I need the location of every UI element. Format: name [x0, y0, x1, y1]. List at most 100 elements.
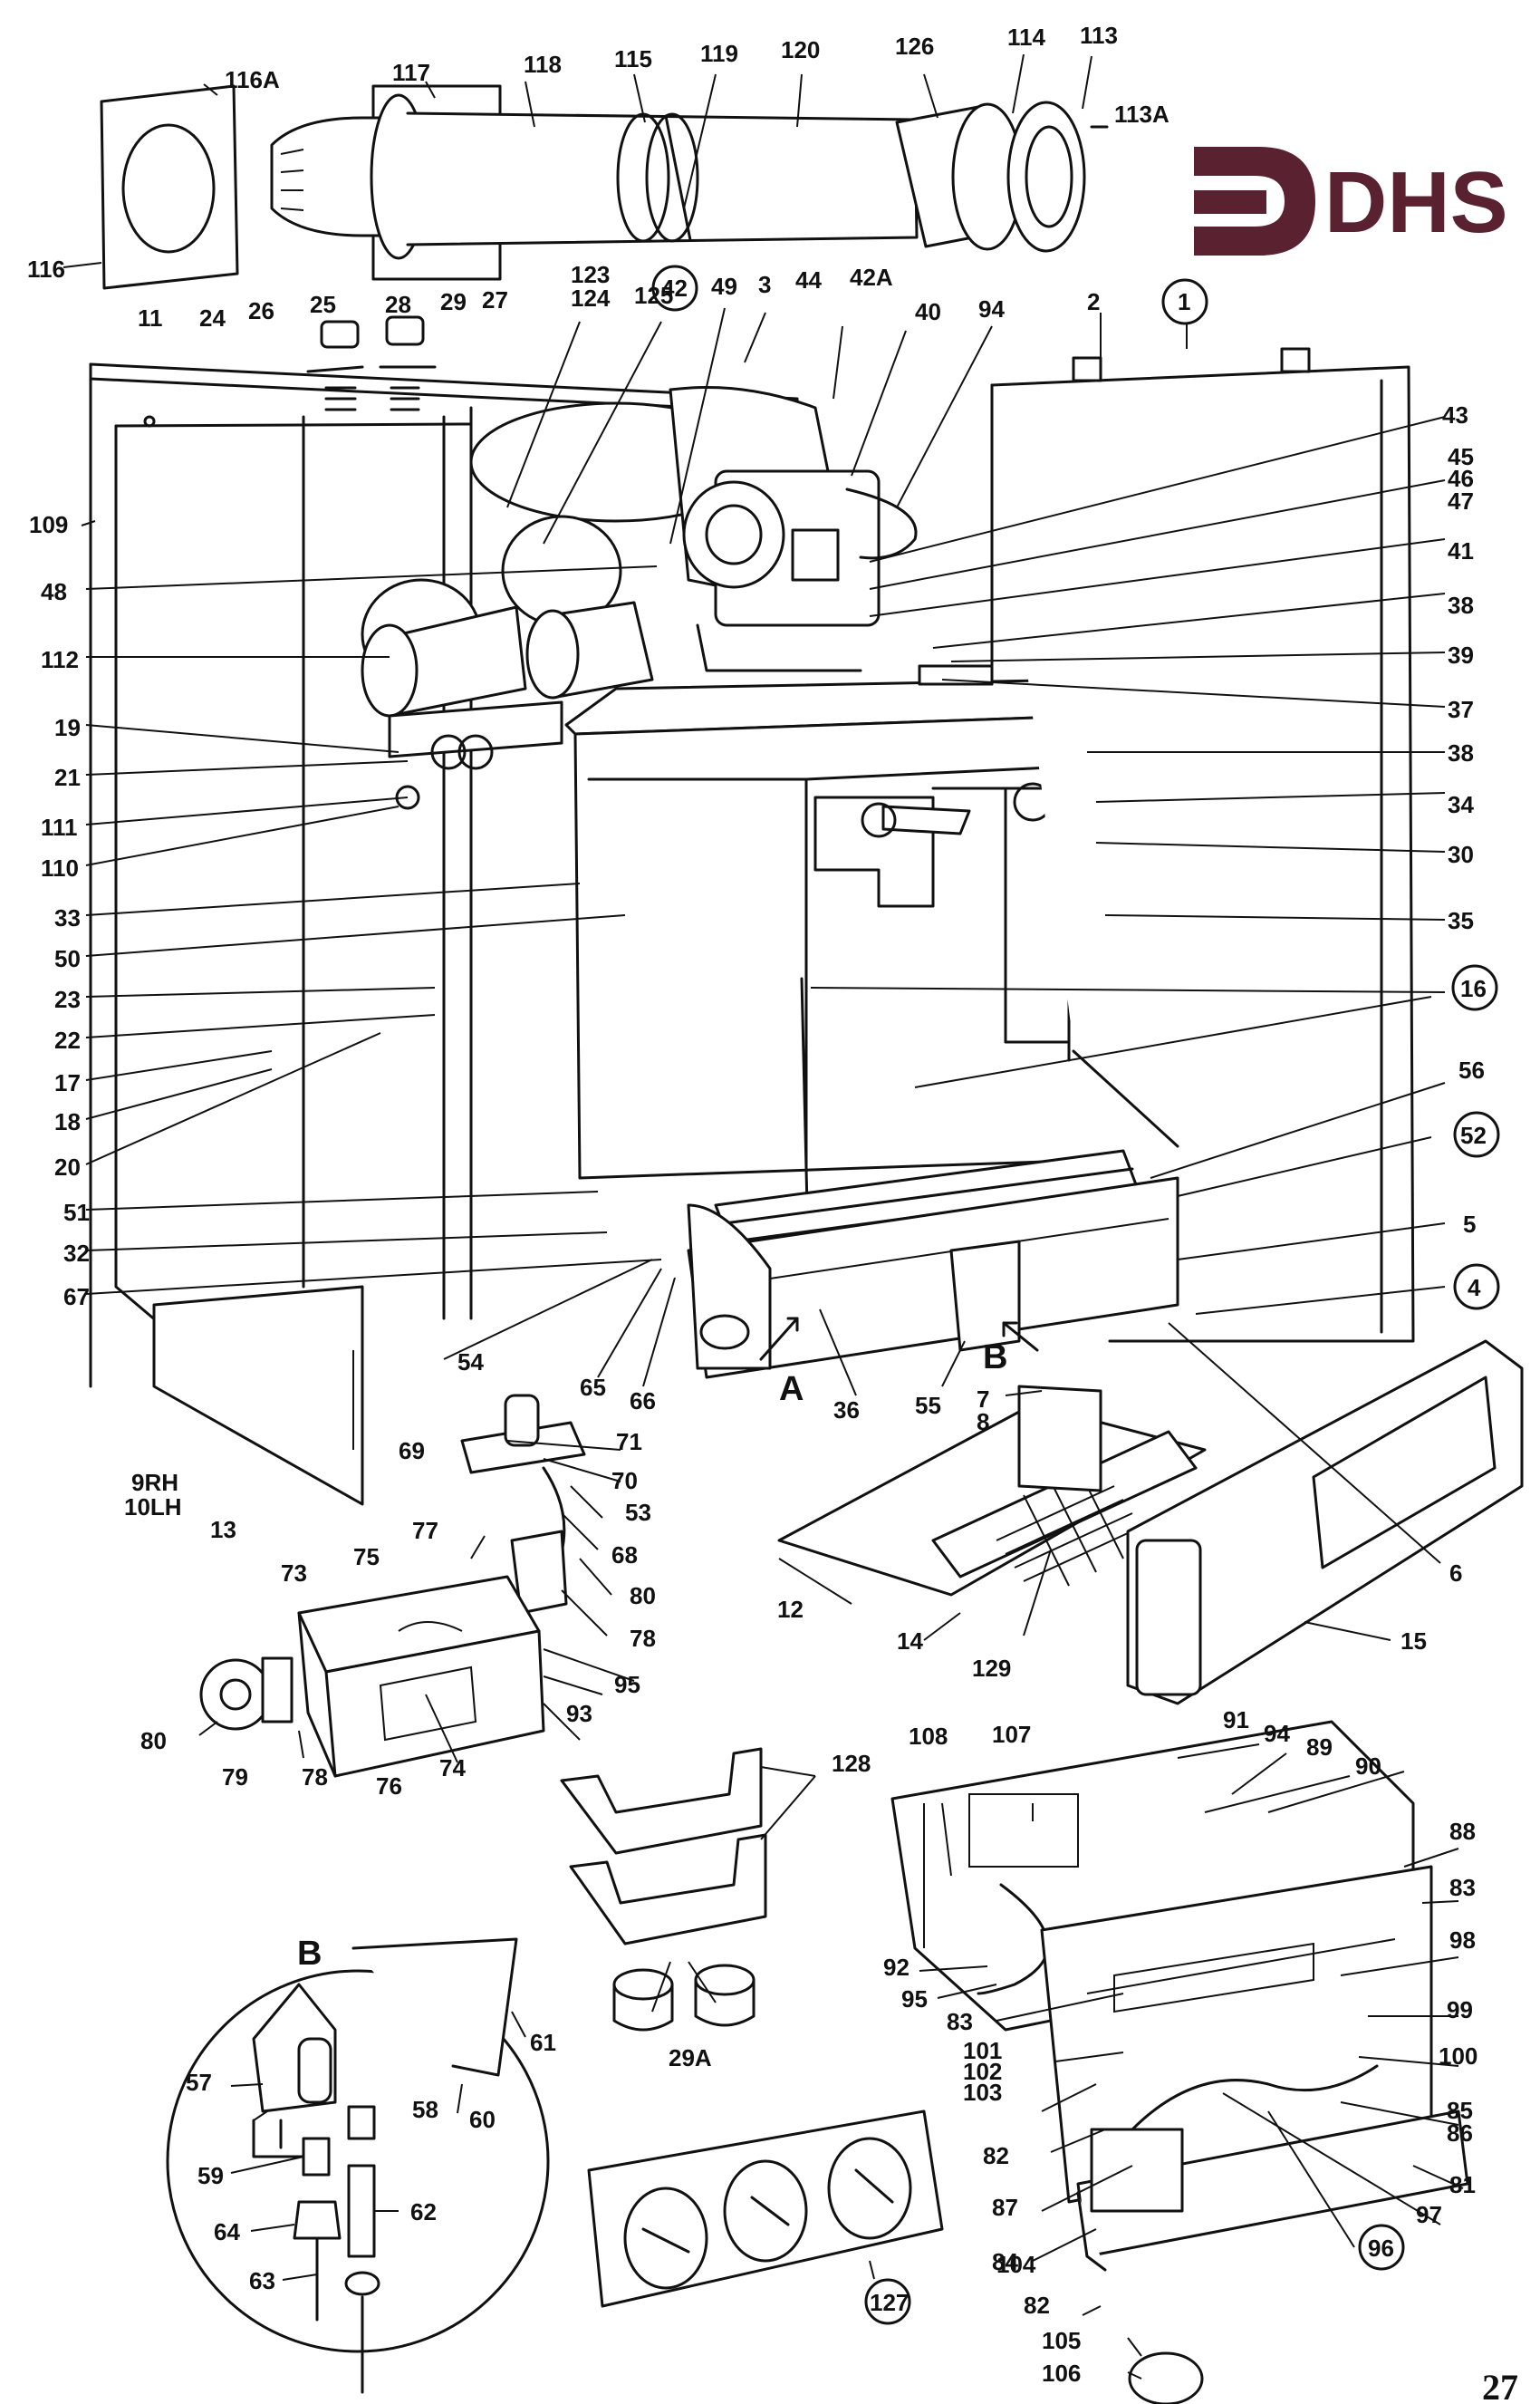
label-112: 112 — [41, 646, 79, 673]
label-14: 14 — [897, 1627, 923, 1655]
label-63: 63 — [249, 2267, 275, 2294]
label-94b: 94 — [1264, 1720, 1290, 1747]
label-10LH: 10LH — [124, 1493, 182, 1521]
label-55: 55 — [915, 1392, 941, 1419]
label-104: 104 — [996, 2251, 1036, 2278]
label-127: 127 — [870, 2289, 909, 2316]
front-panel-group — [777, 1339, 1524, 1705]
label-52: 52 — [1460, 1122, 1487, 1149]
label-18: 18 — [54, 1108, 81, 1135]
label-116: 116 — [27, 256, 65, 283]
label-22: 22 — [54, 1027, 81, 1054]
label-2: 2 — [1087, 288, 1100, 315]
label-15: 15 — [1400, 1627, 1427, 1655]
label-108: 108 — [909, 1723, 948, 1750]
label-110: 110 — [41, 854, 79, 882]
label-125: 125 — [634, 282, 673, 309]
label-78a: 78 — [630, 1625, 656, 1652]
label-64: 64 — [214, 2218, 240, 2245]
label-70: 70 — [611, 1467, 638, 1494]
label-67: 67 — [63, 1283, 90, 1310]
label-30: 30 — [1448, 841, 1474, 868]
burner-assembly — [687, 1149, 1179, 1379]
label-85: 85 — [1447, 2097, 1473, 2124]
dhs-logo: DHS — [1194, 147, 1508, 256]
label-50: 50 — [54, 945, 81, 972]
label-11: 11 — [138, 304, 163, 332]
label-29: 29 — [440, 288, 467, 315]
label-58: 58 — [412, 2096, 438, 2123]
label-105: 105 — [1042, 2327, 1081, 2354]
label-6: 6 — [1449, 1559, 1462, 1587]
label-87: 87 — [992, 2194, 1018, 2221]
dhs-logo-bar — [1194, 190, 1266, 214]
label-33: 33 — [54, 904, 81, 932]
label-83a: 83 — [1449, 1874, 1476, 1901]
flue-assembly — [100, 84, 1109, 290]
label-61: 61 — [530, 2029, 556, 2056]
label-79: 79 — [222, 1763, 248, 1791]
label-40: 40 — [915, 298, 941, 325]
label-101: 101 — [963, 2037, 1002, 2064]
label-47: 47 — [1448, 488, 1474, 515]
page-number: 27 — [1482, 2367, 1518, 2404]
label-13: 13 — [210, 1516, 236, 1543]
label-120: 120 — [781, 36, 820, 63]
label-114: 114 — [1007, 24, 1045, 51]
label-44: 44 — [795, 266, 822, 294]
control-box-group — [890, 1720, 1469, 2404]
label-54: 54 — [457, 1348, 484, 1376]
label-80a: 80 — [630, 1582, 656, 1609]
label-129: 129 — [972, 1655, 1011, 1682]
label-7: 7 — [977, 1385, 989, 1413]
label-56: 56 — [1458, 1057, 1485, 1084]
label-39: 39 — [1448, 642, 1474, 669]
label-43: 43 — [1442, 401, 1468, 429]
label-94a: 94 — [978, 295, 1005, 323]
label-12: 12 — [777, 1596, 804, 1623]
label-128: 128 — [832, 1750, 871, 1777]
label-82a: 82 — [983, 2142, 1009, 2169]
label-109: 109 — [29, 511, 68, 538]
right-casing — [990, 347, 1415, 1343]
label-38a: 38 — [1448, 592, 1474, 619]
label-34: 34 — [1448, 791, 1474, 818]
section-a-label: A — [779, 1370, 804, 1408]
label-35: 35 — [1448, 907, 1474, 934]
label-77: 77 — [412, 1517, 438, 1544]
dhs-logo-text: DHS — [1324, 154, 1508, 251]
label-99: 99 — [1447, 1996, 1473, 2023]
label-126: 126 — [895, 33, 934, 60]
label-95b: 95 — [901, 1985, 928, 2013]
label-42A: 42A — [850, 264, 893, 291]
brackets-128 — [560, 1747, 767, 2032]
label-98: 98 — [1449, 1926, 1476, 1954]
label-119: 119 — [700, 40, 738, 67]
label-38b: 38 — [1448, 739, 1474, 767]
label-23: 23 — [54, 986, 81, 1013]
section-b-label: B — [983, 1338, 1007, 1376]
label-46: 46 — [1448, 465, 1474, 492]
label-65: 65 — [580, 1374, 606, 1401]
label-82b: 82 — [1024, 2292, 1050, 2319]
label-41: 41 — [1448, 537, 1474, 565]
label-113A: 113A — [1114, 101, 1169, 128]
label-3: 3 — [758, 271, 771, 298]
label-103: 103 — [963, 2079, 1002, 2106]
label-106: 106 — [1042, 2360, 1081, 2387]
label-90: 90 — [1355, 1752, 1381, 1780]
label-83b: 83 — [947, 2008, 973, 2035]
label-89: 89 — [1306, 1733, 1333, 1761]
leader-lines — [63, 53, 1464, 2380]
control-fascia — [587, 2110, 944, 2308]
detail-b — [166, 1937, 550, 2394]
label-36: 36 — [833, 1396, 860, 1424]
label-123: 123 — [571, 261, 610, 288]
label-96: 96 — [1368, 2235, 1394, 2262]
gas-valve-group — [199, 1394, 586, 1778]
label-111: 111 — [41, 814, 78, 841]
label-107: 107 — [992, 1721, 1031, 1748]
dhs-logo-arrow — [1194, 147, 1315, 256]
